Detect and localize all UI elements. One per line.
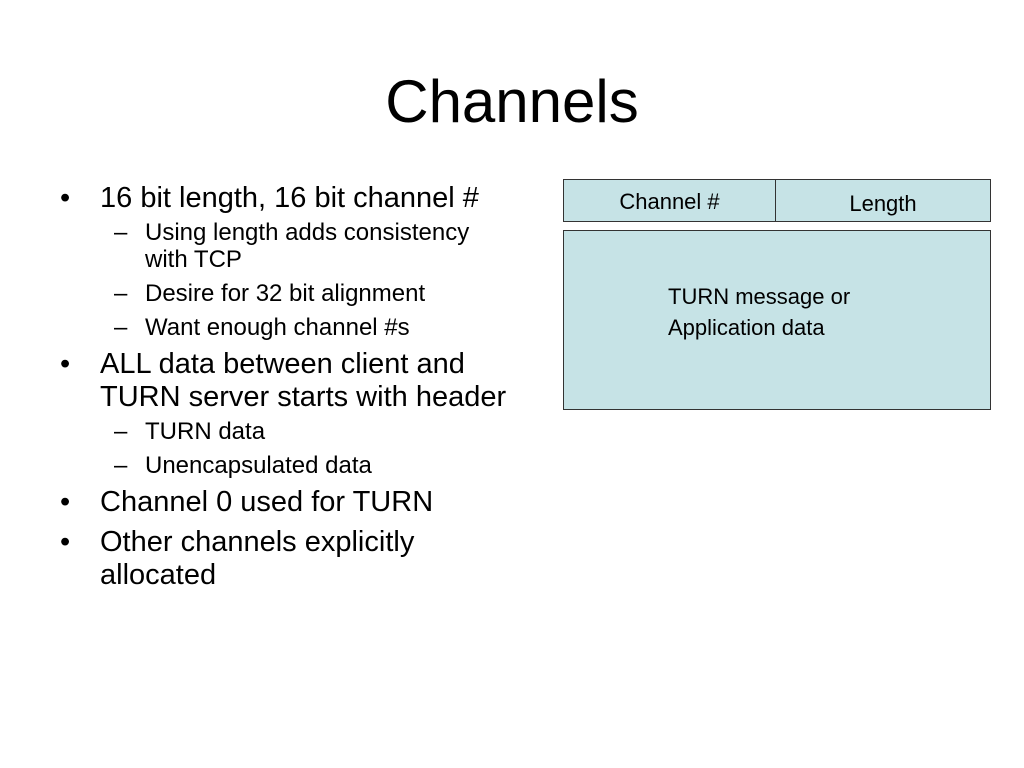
sub-bullet-item: – Unencapsulated data <box>100 452 516 479</box>
payload-box: TURN message or Application data <box>563 230 991 410</box>
bullet-dot-icon: • <box>60 182 71 214</box>
bullet-item: • Channel 0 used for TURN <box>56 486 516 519</box>
packet-header-box: Channel # Length <box>563 179 991 222</box>
bullet-text: Other channels explicitly allocated <box>100 526 415 591</box>
sub-bullet-text: TURN data <box>145 418 266 445</box>
payload-text: TURN message or Application data <box>668 284 851 340</box>
dash-icon: – <box>114 314 128 341</box>
bullet-dot-icon: • <box>60 486 71 518</box>
sub-bullet-list: – Using length adds consistency with TCP… <box>100 219 516 341</box>
sub-bullet-item: – TURN data <box>100 418 516 445</box>
sub-bullet-text: Want enough channel #s <box>145 314 410 341</box>
bullet-list: • 16 bit length, 16 bit channel # – Usin… <box>56 182 516 599</box>
sub-bullet-item: – Using length adds consistency with TCP <box>100 219 516 273</box>
sub-bullet-text: Using length adds consistency with TCP <box>145 219 470 273</box>
bullet-item: • ALL data between client and TURN serve… <box>56 348 516 479</box>
slide-title: Channels <box>385 68 639 135</box>
bullet-item: • 16 bit length, 16 bit channel # – Usin… <box>56 182 516 341</box>
bullet-item: • Other channels explicitly allocated <box>56 526 516 592</box>
sub-bullet-list: – TURN data – Unencapsulated data <box>100 418 516 479</box>
sub-bullet-item: – Desire for 32 bit alignment <box>100 280 516 307</box>
bullet-dot-icon: • <box>60 526 71 558</box>
length-field: Length <box>849 191 917 216</box>
sub-bullet-text: Unencapsulated data <box>145 452 372 479</box>
sub-bullet-text: Desire for 32 bit alignment <box>145 280 426 307</box>
bullet-dot-icon: • <box>60 348 71 380</box>
dash-icon: – <box>114 418 128 445</box>
bullet-text: ALL data between client and TURN server … <box>100 348 507 413</box>
channel-number-field: Channel # <box>564 180 776 221</box>
bullet-text: 16 bit length, 16 bit channel # <box>100 182 479 214</box>
dash-icon: – <box>114 219 128 246</box>
bullet-text: Channel 0 used for TURN <box>100 486 434 518</box>
dash-icon: – <box>114 280 128 307</box>
dash-icon: – <box>114 452 128 479</box>
sub-bullet-item: – Want enough channel #s <box>100 314 516 341</box>
